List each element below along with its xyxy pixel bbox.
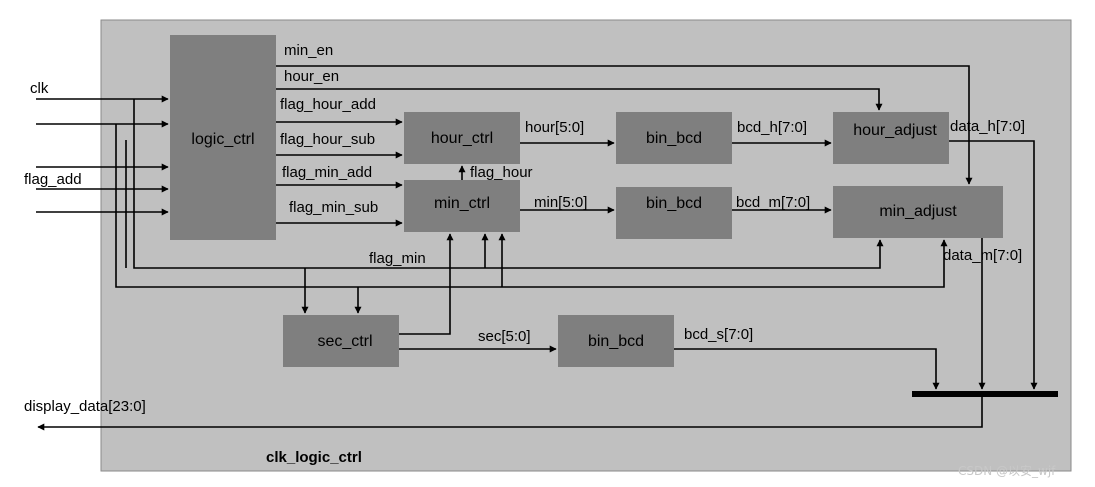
- hour-en-wire: [276, 88, 883, 111]
- min-adjust-label: min_adjust: [879, 203, 957, 220]
- clk-trunk-wire: [133, 99, 884, 269]
- min-en-label: min_en: [284, 42, 333, 59]
- flag-add-label: flag_add: [24, 171, 82, 188]
- min-ctrl-block: [404, 180, 520, 232]
- bin-bcd-h-label: bin_bcd: [646, 130, 702, 147]
- hour-ctrl-label: hour_ctrl: [431, 130, 493, 147]
- display-data-label: display_data[23:0]: [24, 398, 146, 415]
- hour-bus-label: hour[5:0]: [525, 119, 584, 136]
- flag-min-label: flag_min: [369, 250, 426, 267]
- hour-adjust-label: hour_adjust: [853, 122, 937, 139]
- bcd-m-label: bcd_m[7:0]: [736, 194, 810, 211]
- flag-min-sub-label: flag_min_sub: [289, 199, 378, 216]
- clk-label: clk: [30, 80, 49, 97]
- bin-bcd-m-block: [616, 187, 732, 239]
- flag-min-add-label: flag_min_add: [282, 164, 372, 181]
- min-ctrl-label: min_ctrl: [434, 195, 490, 212]
- rst-trunk-wire: [115, 124, 948, 288]
- flag-hour-sub-label: flag_hour_sub: [280, 131, 375, 148]
- bin-bcd-s-label: bin_bcd: [588, 333, 644, 350]
- data-h-label: data_h[7:0]: [950, 118, 1025, 135]
- bcd-s-label: bcd_s[7:0]: [684, 326, 753, 343]
- bin-bcd-h-block: [616, 112, 732, 164]
- flag-hour-label: flag_hour: [470, 164, 533, 181]
- hour-ctrl-block: [404, 112, 520, 164]
- bcd-s-wire: [674, 348, 940, 390]
- min-adjust-block: [833, 186, 1003, 238]
- logic-ctrl-block: [170, 35, 276, 240]
- flag-min-wire: [399, 233, 454, 335]
- module-name: clk_logic_ctrl: [266, 449, 362, 466]
- sec-bus-label: sec[5:0]: [478, 328, 531, 345]
- watermark: CSDN @以安_wjf: [958, 463, 1056, 478]
- logic-ctrl-label: logic_ctrl: [191, 131, 254, 148]
- bcd-h-label: bcd_h[7:0]: [737, 119, 807, 136]
- flag-hour-add-label: flag_hour_add: [280, 96, 376, 113]
- hour-en-label: hour_en: [284, 68, 339, 85]
- min-en-wire: [276, 65, 973, 185]
- bin-bcd-s-block: [558, 315, 674, 367]
- data-h-wire: [949, 140, 1038, 390]
- data-m-label: data_m[7:0]: [943, 247, 1022, 264]
- bin-bcd-m-label: bin_bcd: [646, 195, 702, 212]
- sec-ctrl-block: [283, 315, 399, 367]
- min-bus-label: min[5:0]: [534, 194, 587, 211]
- hour-adjust-block: [833, 112, 949, 164]
- display-data-wire: [37, 397, 983, 431]
- sec-ctrl-label: sec_ctrl: [317, 333, 372, 350]
